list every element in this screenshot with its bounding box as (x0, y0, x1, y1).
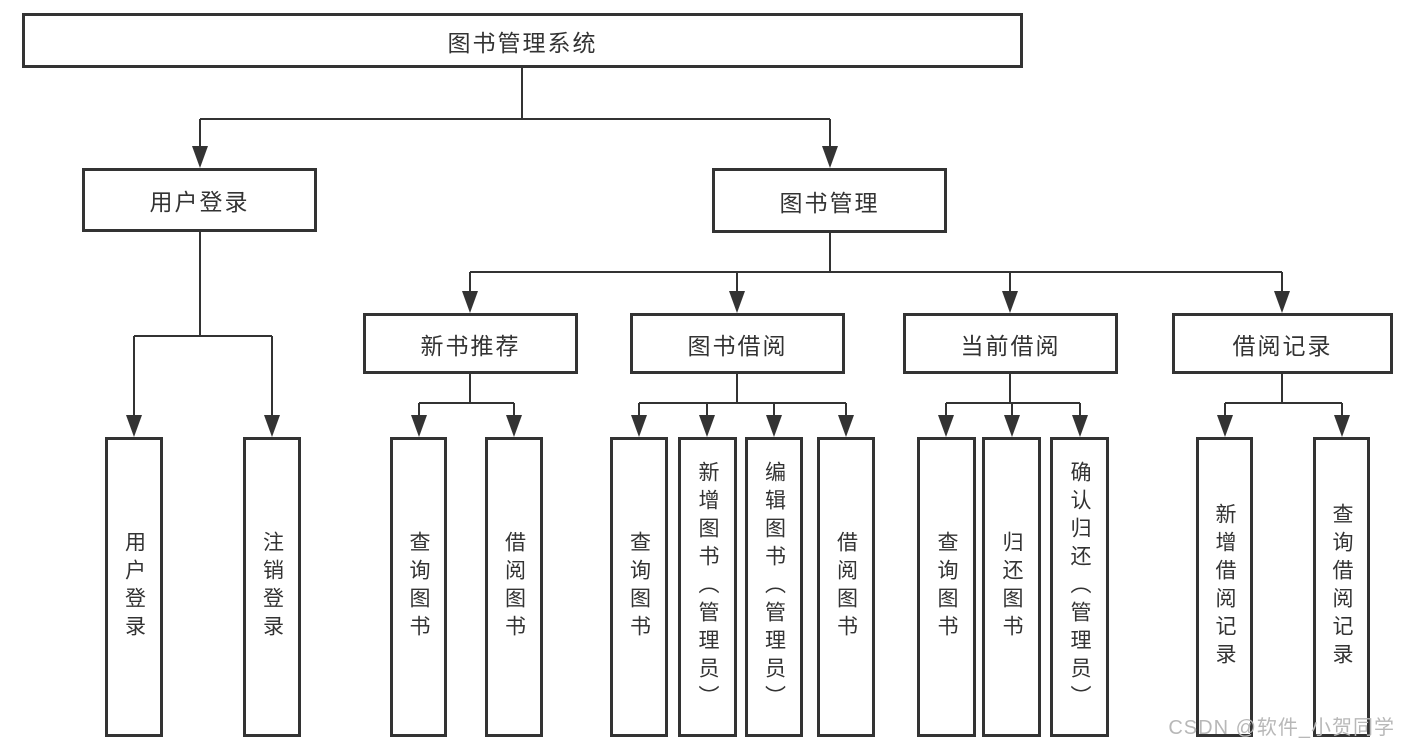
arrowheads (126, 146, 1350, 437)
node-current-borrow-label: 当前借阅 (960, 332, 1061, 359)
leaf-confirm-return-admin-label: 确认归还（管理员） (1068, 461, 1091, 713)
leaf-user-login-label: 用户登录 (122, 531, 146, 643)
leaf-borrow-books-label: 借阅图书 (834, 531, 858, 643)
leaf-query-books-current: 查询图书 (917, 437, 976, 737)
leaf-add-borrow-record-label: 新增借阅记录 (1213, 503, 1236, 671)
leaf-query-borrow-record-label: 查询借阅记录 (1330, 503, 1353, 671)
node-root-label: 图书管理系统 (447, 29, 598, 56)
leaf-user-login: 用户登录 (105, 437, 163, 737)
node-root-system: 图书管理系统 (22, 13, 1023, 68)
node-new-book-recommend: 新书推荐 (363, 313, 578, 374)
node-book-management: 图书管理 (712, 168, 947, 233)
leaf-query-books-borrow: 查询图书 (610, 437, 668, 737)
leaf-borrow-books-recommend: 借阅图书 (485, 437, 543, 737)
node-new-book-recommend-label: 新书推荐 (420, 332, 521, 359)
leaf-confirm-return-admin: 确认归还（管理员） (1050, 437, 1109, 737)
leaf-logout-label: 注销登录 (260, 531, 284, 643)
node-book-borrow: 图书借阅 (630, 313, 845, 374)
leaf-query-books-current-label: 查询图书 (935, 531, 958, 643)
leaf-add-book-admin: 新增图书（管理员） (678, 437, 737, 737)
leaf-query-books-borrow-label: 查询图书 (627, 531, 651, 643)
leaf-borrow-books: 借阅图书 (817, 437, 875, 737)
node-book-management-label: 图书管理 (779, 189, 880, 216)
node-user-login-label: 用户登录 (149, 189, 250, 215)
leaf-add-borrow-record: 新增借阅记录 (1196, 437, 1253, 737)
leaf-return-books-label: 归还图书 (1000, 531, 1023, 643)
leaf-return-books: 归还图书 (982, 437, 1041, 737)
node-borrow-records: 借阅记录 (1172, 313, 1393, 374)
leaf-add-book-admin-label: 新增图书（管理员） (696, 461, 719, 713)
leaf-logout: 注销登录 (243, 437, 301, 737)
node-book-borrow-label: 图书借阅 (687, 332, 788, 359)
node-borrow-records-label: 借阅记录 (1232, 332, 1333, 359)
leaf-edit-book-admin: 编辑图书（管理员） (745, 437, 803, 737)
leaf-borrow-books-recommend-label: 借阅图书 (502, 531, 526, 643)
node-current-borrow: 当前借阅 (903, 313, 1118, 374)
leaf-query-books-recommend: 查询图书 (390, 437, 447, 737)
leaf-query-books-recommend-label: 查询图书 (407, 531, 430, 643)
leaf-edit-book-admin-label: 编辑图书（管理员） (762, 461, 786, 713)
node-user-login: 用户登录 (82, 168, 317, 232)
csdn-watermark: CSDN @软件_小贺同学 (1168, 717, 1395, 739)
leaf-query-borrow-record: 查询借阅记录 (1313, 437, 1370, 737)
